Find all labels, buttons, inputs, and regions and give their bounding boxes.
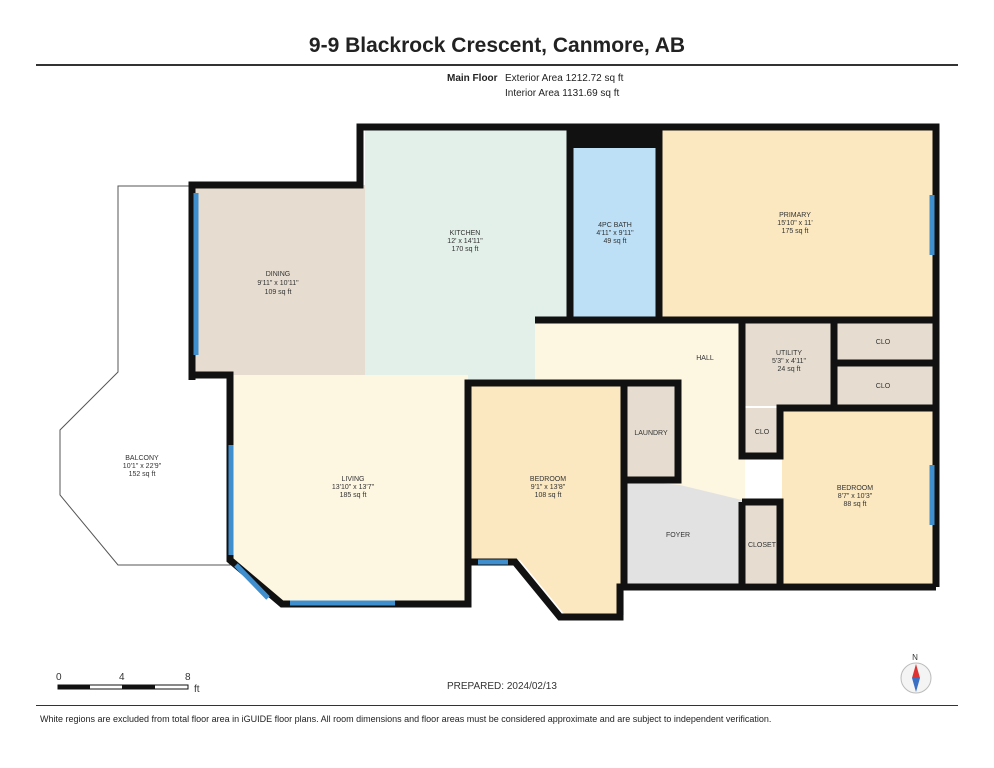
- balcony-label: BALCONY: [125, 455, 159, 462]
- dining-room: [192, 185, 365, 375]
- dining-label: DINING: [266, 271, 291, 278]
- living-label: LIVING: [342, 476, 365, 483]
- page-title: 9-9 Blackrock Crescent, Canmore, AB: [308, 34, 686, 57]
- balcony-dims: 10'1" x 22'9": [123, 463, 162, 470]
- primary-label: PRIMARY: [779, 212, 811, 219]
- scale-tick-0: 0: [56, 672, 62, 683]
- utility-label: UTILITY: [776, 350, 802, 357]
- bath-room: [570, 148, 659, 318]
- divider: [36, 64, 958, 66]
- closet-3: [742, 408, 780, 454]
- bedroom-1-room: [468, 383, 624, 615]
- bedroom-2-area: 88 sq ft: [844, 501, 867, 508]
- primary-room: [659, 128, 933, 320]
- utility-room: [742, 320, 834, 406]
- clo-1-label: CLO: [876, 339, 891, 346]
- bath-area: 49 sq ft: [604, 238, 627, 245]
- closet-label: CLOSET: [748, 542, 777, 549]
- bedroom-1-dims: 9'1" x 13'8": [531, 484, 566, 491]
- bedroom-1-label: BEDROOM: [530, 476, 566, 483]
- disclaimer: White regions are excluded from total fl…: [40, 714, 772, 724]
- prepared-date: PREPARED: 2024/02/13: [447, 681, 557, 692]
- windows: [193, 193, 935, 606]
- compass-north-label: N: [912, 653, 918, 662]
- living-room: [230, 375, 468, 602]
- interior-area: Interior Area 1131.69 sq ft: [505, 88, 620, 99]
- bedroom-1-area: 108 sq ft: [535, 492, 562, 499]
- closet-room: [742, 505, 780, 583]
- laundry-label: LAUNDRY: [634, 430, 668, 437]
- bedroom-2-dims: 8'7" x 10'3": [838, 493, 873, 500]
- living-area: 185 sq ft: [340, 492, 367, 499]
- primary-dims: 15'10" x 11': [777, 220, 812, 227]
- scale-unit: ft: [194, 684, 200, 695]
- floor-name: Main Floor: [447, 73, 498, 84]
- bedroom-2-label: BEDROOM: [837, 485, 873, 492]
- bedroom-2-room: [782, 408, 933, 583]
- scale-tick-4: 4: [119, 672, 125, 683]
- kitchen-dims: 12' x 14'11": [447, 238, 483, 245]
- kitchen-area: 170 sq ft: [452, 246, 479, 253]
- laundry-room: [626, 386, 678, 478]
- balcony-area: 152 sq ft: [129, 471, 156, 478]
- hall-label: HALL: [696, 355, 714, 362]
- clo-3-label: CLO: [755, 429, 770, 436]
- closet-1: [836, 320, 933, 362]
- dining-dims: 9'11" x 10'11": [257, 280, 299, 287]
- foyer-room: [626, 480, 742, 585]
- exterior-area: Exterior Area 1212.72 sq ft: [505, 73, 624, 84]
- bath-dims: 4'11" x 9'11": [596, 230, 634, 237]
- divider: [36, 705, 958, 706]
- primary-area: 175 sq ft: [782, 228, 809, 235]
- bath-label: 4PC BATH: [598, 222, 632, 229]
- scale-bar: 0 4 8 ft: [56, 672, 200, 695]
- utility-dims: 5'3" x 4'11": [772, 358, 806, 365]
- utility-area: 24 sq ft: [778, 366, 801, 373]
- living-dims: 13'10" x 13'7": [332, 484, 375, 491]
- foyer-label: FOYER: [666, 532, 690, 539]
- scale-tick-8: 8: [185, 672, 191, 683]
- compass-icon: N: [900, 653, 932, 694]
- area-summary: Main Floor Exterior Area 1212.72 sq ft In…: [447, 71, 623, 101]
- closet-2: [836, 364, 933, 406]
- dining-area: 109 sq ft: [265, 289, 292, 296]
- clo-2-label: CLO: [876, 383, 891, 390]
- kitchen-label: KITCHEN: [450, 230, 481, 237]
